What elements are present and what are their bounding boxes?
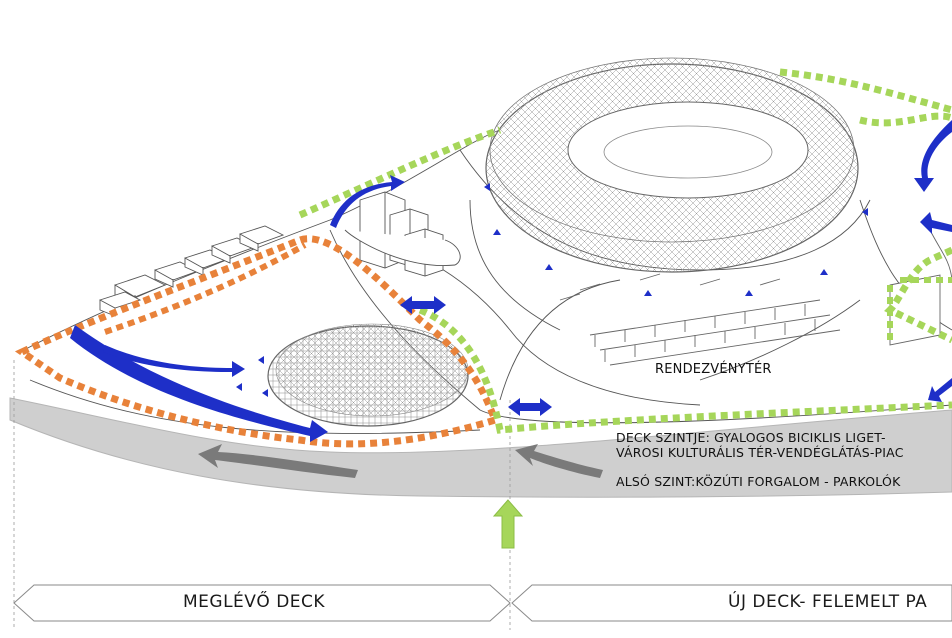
new-deck-branch xyxy=(887,277,952,340)
arena xyxy=(267,323,469,427)
double-arrow xyxy=(400,296,446,314)
deck-level-label: DECK SZINTJE: GYALOGOS BICIKLIS LIGET- V… xyxy=(616,430,904,460)
tower-cluster xyxy=(344,191,461,277)
stadium xyxy=(485,57,859,273)
existing-deck-outline xyxy=(14,235,500,448)
pedestrian-flow-arrow xyxy=(928,378,952,402)
vehicle-flow-arrow xyxy=(515,444,603,478)
pedestrian-flow-arrow xyxy=(920,212,952,234)
direction-markers xyxy=(236,183,868,397)
band-existing-label: MEGLÉVŐ DECK xyxy=(183,592,326,612)
existing-deck-inner-line xyxy=(104,242,307,335)
existing-buildings xyxy=(98,225,285,317)
vehicle-flow-arrow xyxy=(198,444,358,478)
pedestrian-flow-arrow xyxy=(103,345,245,377)
pedestrian-flow-arrow xyxy=(914,120,952,192)
band-new-label: ÚJ DECK- FELEMELT PA xyxy=(728,592,928,612)
deck-level-line1: DECK SZINTJE: GYALOGOS BICIKLIS LIGET- xyxy=(616,430,886,445)
double-arrows xyxy=(400,296,552,416)
new-deck-outline xyxy=(298,68,952,434)
plaza-label: RENDEZVÉNYTÉR xyxy=(655,362,772,377)
band-new-shape xyxy=(511,584,952,622)
double-arrow xyxy=(508,398,552,416)
deck-level-line2: VÁROSI KULTURÁLIS TÉR-VENDÉGLÁTÁS-PIAC xyxy=(616,445,904,460)
entry-arrow xyxy=(492,499,524,549)
band-existing-shape xyxy=(13,584,511,622)
pedestrian-flow-arrow xyxy=(330,175,405,228)
vehicle-flow-arrows xyxy=(198,444,603,478)
pedestrian-flow-arrow xyxy=(70,325,328,442)
lower-level-label: ALSÓ SZINT:KÖZÚTI FORGALOM - PARKOLÓK xyxy=(616,474,901,489)
pedestrian-flow-arrows xyxy=(70,120,952,442)
plaza-stalls xyxy=(559,273,841,366)
deck-bands xyxy=(13,584,952,622)
